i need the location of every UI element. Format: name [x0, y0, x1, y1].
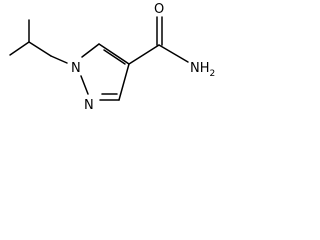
bond-n1-c5 [81, 43, 100, 58]
bond-c4-carbonyl [128, 44, 160, 65]
atom-n2: N [84, 98, 94, 113]
bond-carbonyl-nh2 [158, 44, 189, 63]
bond-c5-c4-double [103, 49, 126, 65]
bond-ch-to-n1 [50, 55, 68, 64]
bond-methyl-right [28, 41, 52, 57]
bond-methyl-left [9, 41, 30, 56]
bond-c5-c4 [98, 43, 130, 65]
bond-n1-n2 [80, 75, 89, 95]
atom-nh2: NH2 [190, 61, 215, 79]
atom-n1: N [71, 61, 81, 76]
atom-o: O [154, 2, 164, 17]
bond-c4-c3 [118, 63, 130, 101]
molecule-structure: N N O NH2 [9, 2, 215, 113]
